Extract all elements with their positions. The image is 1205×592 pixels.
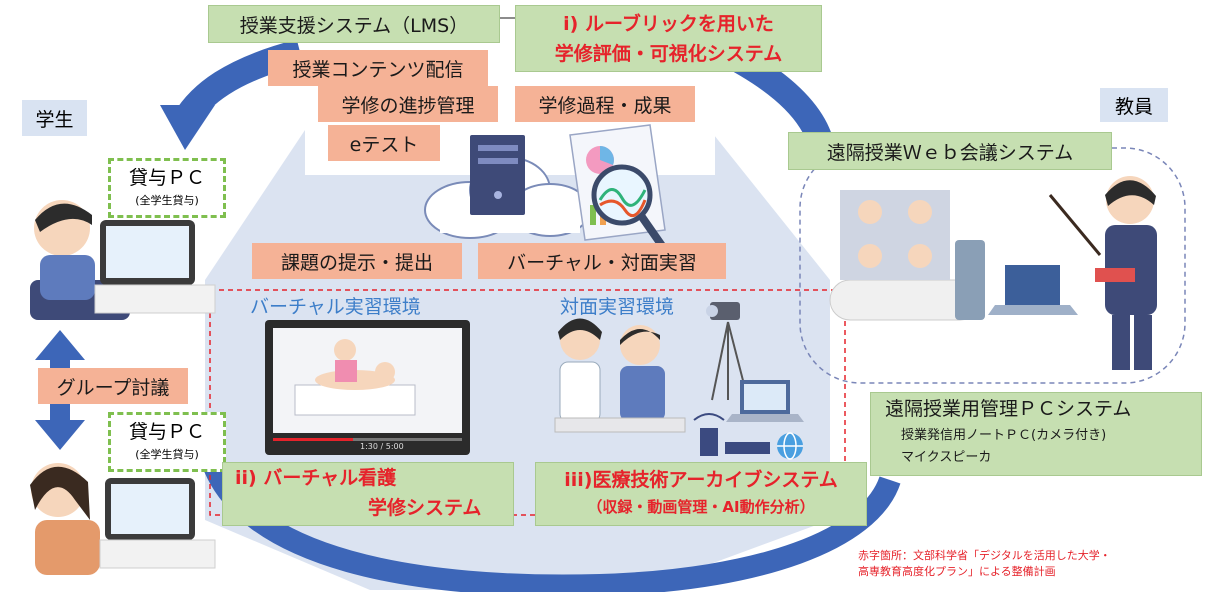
teacher-illustration <box>1048 176 1157 370</box>
lms-item-content-delivery: 授業コンテンツ配信 <box>268 50 488 86</box>
loan-pc-bottom-line1: 貸与ＰＣ <box>128 420 205 443</box>
arrow-head-top-left <box>160 105 215 150</box>
teacher-label: 教員 <box>1100 88 1168 122</box>
mgmt-pc-line2: マイクスピーカ <box>901 450 992 465</box>
wifi-router-icon <box>693 413 770 456</box>
student-top-illustration <box>30 200 216 320</box>
rubric-system-box: i) ルーブリックを用いた 学修評価・可視化システム <box>515 5 822 72</box>
tripod-camera-icon <box>706 302 749 401</box>
loan-pc-top-line1: 貸与ＰＣ <box>128 166 205 189</box>
loan-pc-bottom-line2: (全学生貸与) <box>135 448 199 461</box>
lms-title: 授業支援システム（LMS） <box>208 5 500 43</box>
lms-item-etest: eテスト <box>328 125 440 161</box>
laptop-icon <box>726 380 804 422</box>
footnote-line1: 赤字箇所：文部科学省「デジタルを活用した大学・ <box>858 549 1111 562</box>
mgmt-pc-line1: 授業発信用ノートＰＣ(カメラ付き) <box>901 428 1107 443</box>
virtual-environment-label: バーチャル実習環境 <box>250 296 421 318</box>
virtual-nursing-line2: 学修システム <box>368 497 482 519</box>
virtual-nursing-system-box: ii) バーチャル看護 学修システム <box>222 462 514 526</box>
mgmt-pc-title: 遠隔授業用管理ＰＣシステム <box>885 398 1132 420</box>
magnifier-icon <box>591 164 669 254</box>
virtual-face-practice-label: バーチャル・対面実習 <box>478 243 726 279</box>
monitor-icon <box>829 190 1078 321</box>
assignment-label: 課題の提示・提出 <box>252 243 462 279</box>
video-time: 1:30 / 5:00 <box>360 442 404 451</box>
students-label: 学生 <box>22 100 87 136</box>
footnote-line2: 高専教育高度化プラン」による整備計画 <box>858 565 1056 578</box>
server-icon <box>470 135 525 215</box>
video-player <box>265 320 470 455</box>
footnote: 赤字箇所：文部科学省「デジタルを活用した大学・ 高専教育高度化プラン」による整備… <box>858 548 1203 580</box>
teacher-dashed-region <box>799 147 1186 384</box>
face-to-face-illustration <box>554 318 686 433</box>
loan-pc-bottom: 貸与ＰＣ (全学生貸与) <box>108 412 226 472</box>
archive-line1: iii)医療技術アーカイブシステム <box>564 468 838 491</box>
mgmt-pc-system-box: 遠隔授業用管理ＰＣシステム 授業発信用ノートＰＣ(カメラ付き) マイクスピーカ <box>870 392 1202 476</box>
rubric-line1: i) ルーブリックを用いた <box>563 12 774 35</box>
archive-system-box: iii)医療技術アーカイブシステム （収録・動画管理・AI動作分析） <box>535 462 867 526</box>
lms-item-progress: 学修の進捗管理 <box>318 86 498 122</box>
group-discussion-label: グループ討議 <box>38 368 188 404</box>
learning-outcome-label: 学修過程・成果 <box>515 86 695 122</box>
globe-icon <box>777 432 803 460</box>
student-bottom-illustration <box>30 463 216 575</box>
rubric-line2: 学修評価・可視化システム <box>554 42 783 65</box>
loan-pc-top-line2: (全学生貸与) <box>135 194 199 207</box>
face-environment-label: 対面実習環境 <box>560 296 675 318</box>
red-dashed-region <box>209 289 846 516</box>
virtual-nursing-line1: ii) バーチャル看護 <box>235 467 397 489</box>
arrow-bottom <box>199 451 901 592</box>
loan-pc-top: 貸与ＰＣ (全学生貸与) <box>108 158 226 218</box>
archive-line2: （収録・動画管理・AI動作分析） <box>587 497 815 516</box>
web-conference-system: 遠隔授業Ｗｅｂ会議システム <box>788 132 1112 170</box>
